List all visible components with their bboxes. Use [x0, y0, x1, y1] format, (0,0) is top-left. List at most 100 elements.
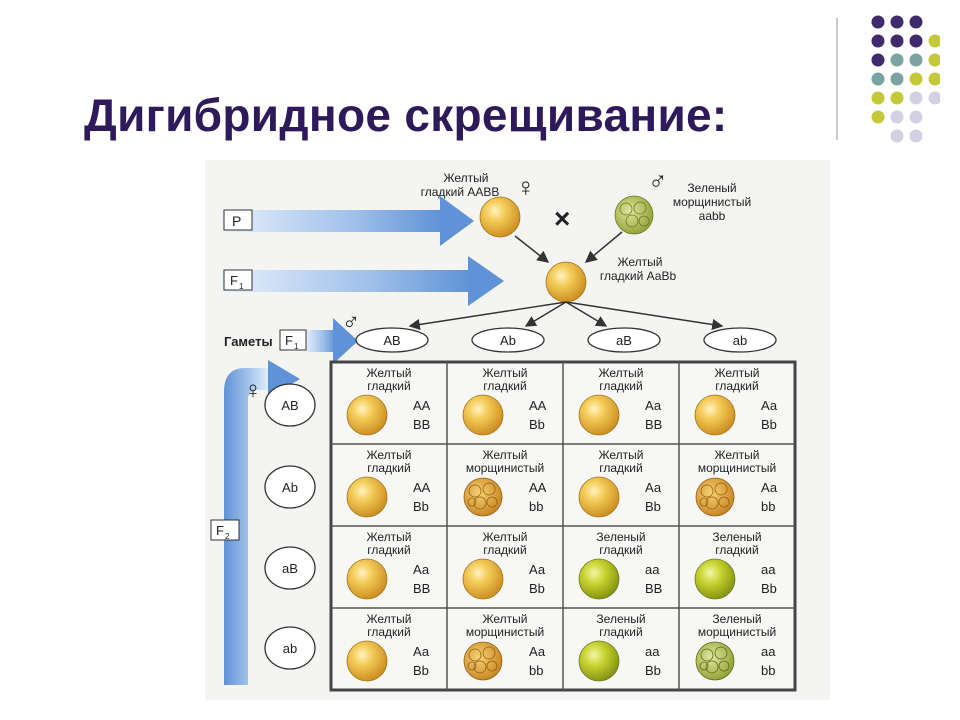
arrow-male-to-f1 — [584, 231, 623, 263]
p-label-box — [223, 209, 253, 231]
pea-wrinkled — [463, 641, 503, 681]
cell-phenotype-color: Желтый — [482, 612, 527, 626]
cell-genotype-a: Аа — [645, 480, 662, 495]
decorative-dot — [871, 53, 885, 67]
f2-bracket-bar — [224, 368, 270, 685]
cell-phenotype-color: Зеленый — [712, 530, 761, 544]
decorative-dot — [890, 53, 904, 67]
decorative-dot — [890, 110, 904, 124]
decorative-dot — [890, 91, 904, 105]
pea-smooth — [578, 476, 620, 518]
decorative-dot — [909, 34, 923, 48]
decorative-dot — [928, 34, 940, 48]
cell-genotype-b: ВВ — [645, 581, 662, 596]
male-parent-label-line1: Зеленый — [687, 181, 736, 195]
cell-genotype-a: аа — [761, 562, 776, 577]
pea-wrinkled — [695, 641, 735, 681]
arrow-f1-to-gamete — [408, 301, 567, 331]
cell-phenotype-color: Желтый — [482, 530, 527, 544]
cell-phenotype-color: Желтый — [482, 366, 527, 380]
male-gamete-ellipse — [471, 327, 545, 353]
male-gamete-label: аb — [733, 333, 747, 348]
cell-phenotype-color: Желтый — [598, 366, 643, 380]
cell-phenotype-color: Желтый — [714, 366, 759, 380]
f1-label-box — [223, 269, 253, 291]
cell-phenotype-shape: гладкий — [599, 461, 642, 475]
decorative-dot — [871, 72, 885, 86]
male-symbol-gametes: ♂ — [342, 309, 360, 336]
female-symbol-gametes: ♀ — [244, 377, 262, 404]
female-gamete-ellipse — [264, 383, 316, 427]
cell-genotype-b: Вb — [413, 499, 429, 514]
f1-pea-label-line1: Желтый — [617, 255, 662, 269]
cell-genotype-b: bb — [761, 663, 775, 678]
p-arrow-bar — [222, 210, 442, 232]
pea-smooth — [694, 558, 736, 600]
cell-phenotype-shape: морщинистый — [466, 461, 544, 475]
cell-genotype-b: ВВ — [645, 417, 662, 432]
cell-phenotype-shape: гладкий — [715, 379, 758, 393]
male-parent-pea — [614, 195, 654, 235]
cell-genotype-a: аа — [645, 562, 660, 577]
f1-label-subscript: 1 — [239, 282, 244, 291]
cell-genotype-a: Аа — [761, 480, 778, 495]
cell-phenotype-color: Зеленый — [596, 530, 645, 544]
cell-genotype-b: bb — [761, 499, 775, 514]
f2-label-subscript: 2 — [225, 532, 230, 541]
f1-label: F — [230, 273, 238, 288]
decorative-divider — [836, 18, 838, 140]
decorative-dot — [909, 53, 923, 67]
female-symbol-parent: ♀ — [516, 172, 536, 202]
cell-genotype-a: АА — [529, 480, 547, 495]
cell-phenotype-color: Желтый — [598, 448, 643, 462]
f2-label-box — [210, 519, 240, 541]
decorative-dot-grid — [871, 15, 940, 143]
cell-phenotype-color: Желтый — [366, 530, 411, 544]
gametes-f1-label: F — [285, 333, 293, 348]
female-gamete-label: Аb — [282, 480, 298, 495]
cell-phenotype-shape: морщинистый — [698, 461, 776, 475]
pea-smooth — [462, 558, 504, 600]
cell-genotype-a: аа — [645, 644, 660, 659]
arrow-f1-to-gamete — [524, 301, 567, 327]
decorative-dot — [871, 34, 885, 48]
cell-genotype-a: Аа — [645, 398, 662, 413]
cell-genotype-a: Аа — [529, 644, 546, 659]
arrow-female-to-f1 — [514, 235, 550, 263]
decorative-dot — [890, 15, 904, 29]
cell-genotype-b: Вb — [645, 499, 661, 514]
cell-phenotype-shape: гладкий — [367, 625, 410, 639]
female-gamete-ellipse — [264, 626, 316, 670]
cell-genotype-a: Аа — [413, 644, 430, 659]
decorative-dot — [928, 91, 940, 105]
female-gamete-ellipse — [264, 465, 316, 509]
cell-phenotype-color: Зеленый — [712, 612, 761, 626]
slide-title: Дигибридное скрещивание: — [84, 89, 728, 141]
cell-phenotype-shape: гладкий — [367, 461, 410, 475]
cell-genotype-a: аа — [761, 644, 776, 659]
cell-phenotype-color: Желтый — [366, 448, 411, 462]
cell-genotype-b: bb — [529, 499, 543, 514]
gametes-arrow-head — [333, 318, 358, 364]
pea-smooth — [346, 640, 388, 682]
male-gamete-ellipse — [355, 327, 429, 353]
f1-pea-label-line2: гладкий АаВb — [600, 269, 677, 283]
male-parent-label-line3: aabb — [699, 209, 726, 223]
decorative-dot — [871, 15, 885, 29]
gametes-f1-subscript: 1 — [294, 342, 299, 351]
cell-genotype-b: Вb — [761, 417, 777, 432]
pea-smooth — [578, 394, 620, 436]
gametes-label: Гаметы — [224, 334, 273, 349]
female-parent-label-line1: Желтый — [443, 171, 488, 185]
pea-smooth — [462, 394, 504, 436]
cell-genotype-a: Аа — [413, 562, 430, 577]
